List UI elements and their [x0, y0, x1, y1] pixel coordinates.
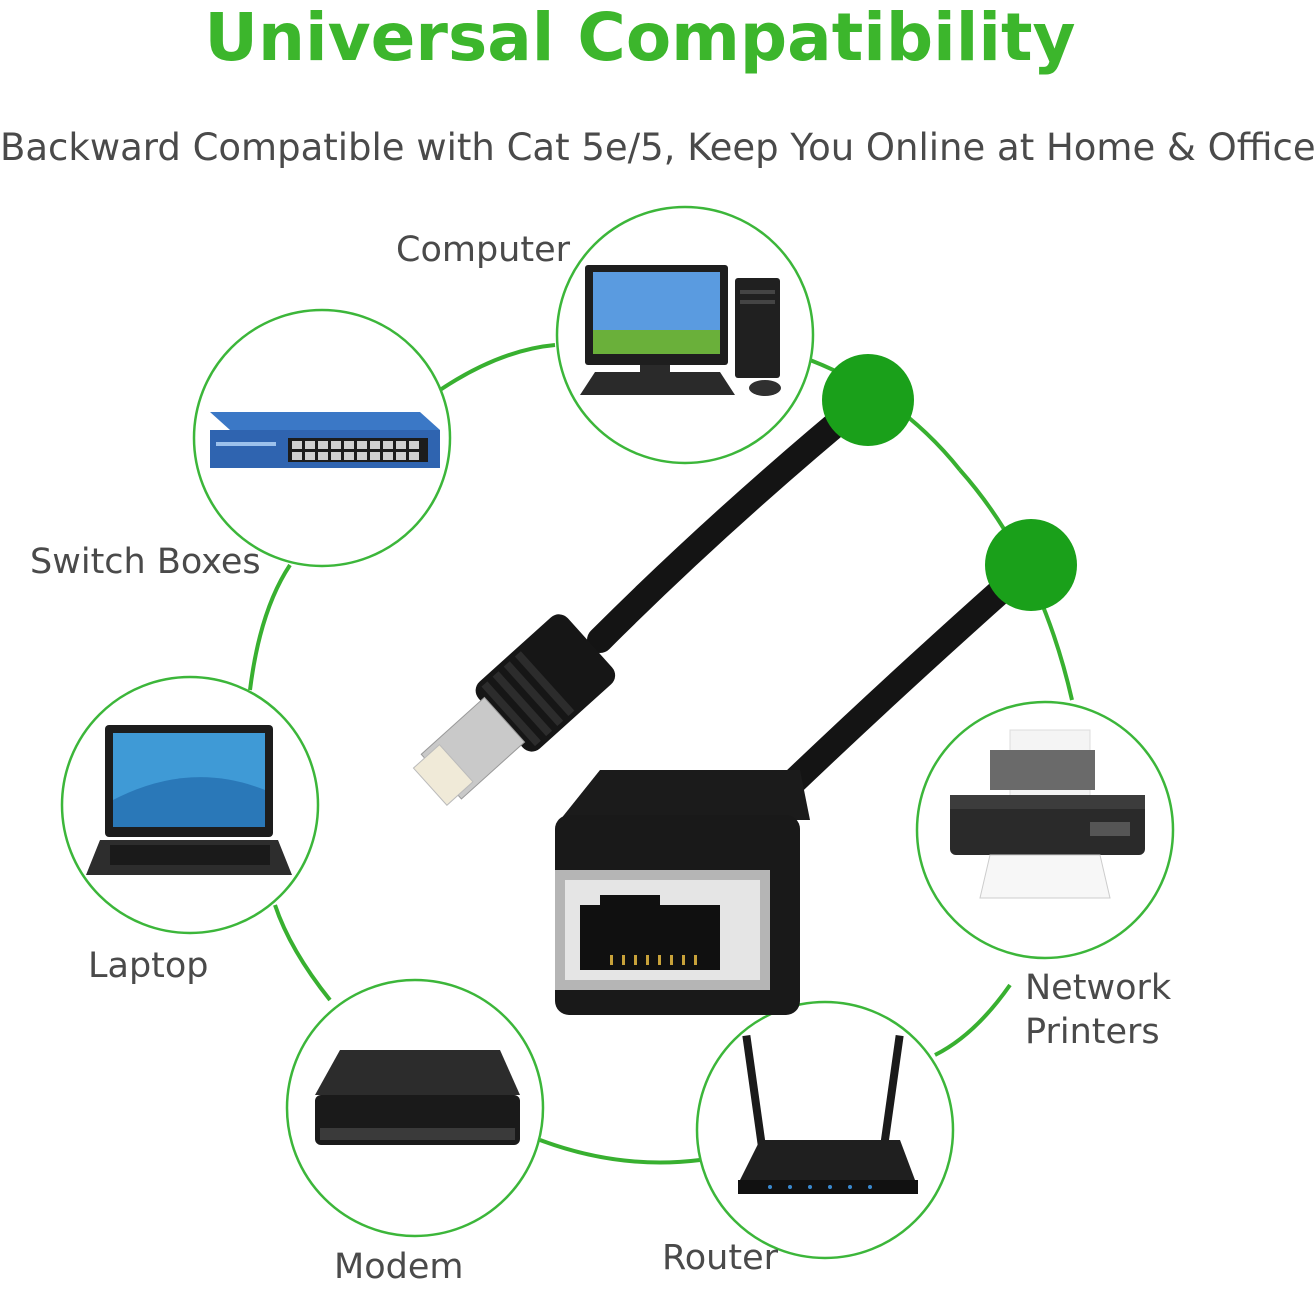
ethernet-cable-icon	[412, 387, 1043, 1015]
label-laptop: Laptop	[88, 946, 209, 986]
label-switch-boxes: Switch Boxes	[30, 542, 261, 582]
page-subtitle: Backward Compatible with Cat 5e/5, Keep …	[0, 126, 1316, 169]
laptop-icon	[86, 725, 292, 875]
computer-icon	[580, 265, 781, 396]
label-computer: Computer	[396, 230, 570, 270]
switch-box-icon	[210, 412, 440, 468]
cable-end-dots	[822, 354, 1077, 611]
router-icon	[738, 1034, 918, 1194]
page-title: Universal Compatibility	[204, 0, 1076, 76]
compatibility-diagram	[60, 205, 1175, 1260]
modem-icon	[315, 1050, 520, 1145]
label-network-printers-2: Printers	[1025, 1012, 1160, 1052]
label-router: Router	[662, 1238, 778, 1278]
router-circle	[695, 1000, 955, 1260]
label-network-printers-1: Network	[1025, 968, 1172, 1008]
label-modem: Modem	[334, 1247, 464, 1287]
cable-dot-top	[822, 354, 914, 446]
cable-dot-right	[985, 519, 1077, 611]
printer-icon	[950, 729, 1145, 899]
